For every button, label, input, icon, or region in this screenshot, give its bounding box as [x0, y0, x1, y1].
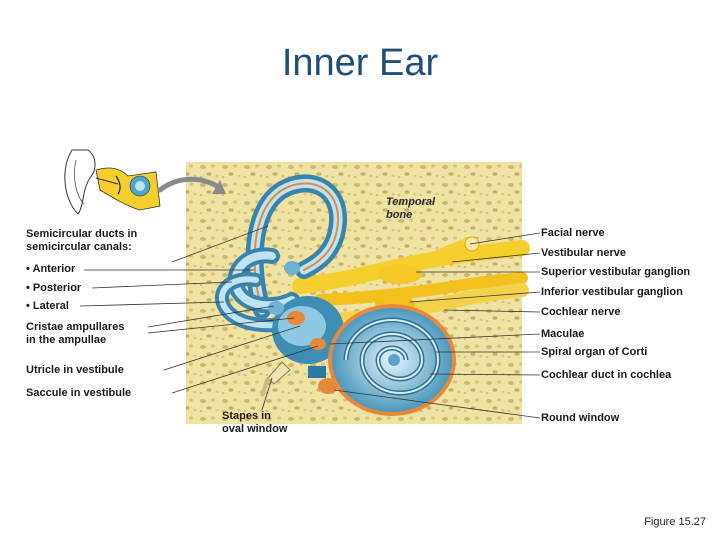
leader-lines-bottom: [261, 377, 273, 411]
cochlea: [328, 304, 456, 416]
stapes: [260, 361, 338, 397]
label-utricle: Utricle in vestibule: [26, 364, 124, 376]
pointer-arrow-icon: [157, 176, 223, 193]
label-posterior: • Posterior: [26, 282, 82, 294]
label-temporal-line2: bone: [386, 209, 413, 221]
label-stapes-line2: oval window: [222, 423, 288, 435]
label-semicircular-line1: Semicircular ducts in: [26, 228, 138, 240]
label-anterior: • Anterior: [26, 263, 76, 275]
figure-caption: Figure 15.27: [644, 516, 706, 528]
label-cristae-line2: in the ampullae: [26, 334, 107, 346]
label-facial-nerve: Facial nerve: [541, 227, 605, 239]
leader-lines-left: [79, 225, 319, 394]
label-stapes-line1: Stapes in: [222, 410, 271, 422]
label-maculae: Maculae: [541, 328, 585, 340]
label-round-window: Round window: [541, 412, 620, 424]
label-inferior-vestibular-ganglion: Inferior vestibular ganglion: [541, 286, 683, 298]
label-spiral-organ: Spiral organ of Corti: [541, 346, 648, 358]
label-cochlear-duct: Cochlear duct in cochlea: [541, 369, 672, 381]
label-vestibular-nerve: Vestibular nerve: [541, 247, 626, 259]
label-superior-vestibular-ganglion: Superior vestibular ganglion: [541, 266, 691, 278]
leader-lines-right: [329, 232, 541, 419]
label-lateral: • Lateral: [26, 300, 69, 312]
label-cristae-line1: Cristae ampullares: [26, 321, 125, 333]
label-cochlear-nerve: Cochlear nerve: [541, 306, 621, 318]
label-temporal-line1: Temporal: [386, 196, 436, 208]
label-saccule: Saccule in vestibule: [26, 387, 132, 399]
ear-inset-icon: [64, 149, 161, 215]
slide-title: Inner Ear: [281, 42, 439, 84]
vestibule: [268, 261, 344, 364]
label-semicircular-line2: semicircular canals:: [26, 241, 132, 253]
